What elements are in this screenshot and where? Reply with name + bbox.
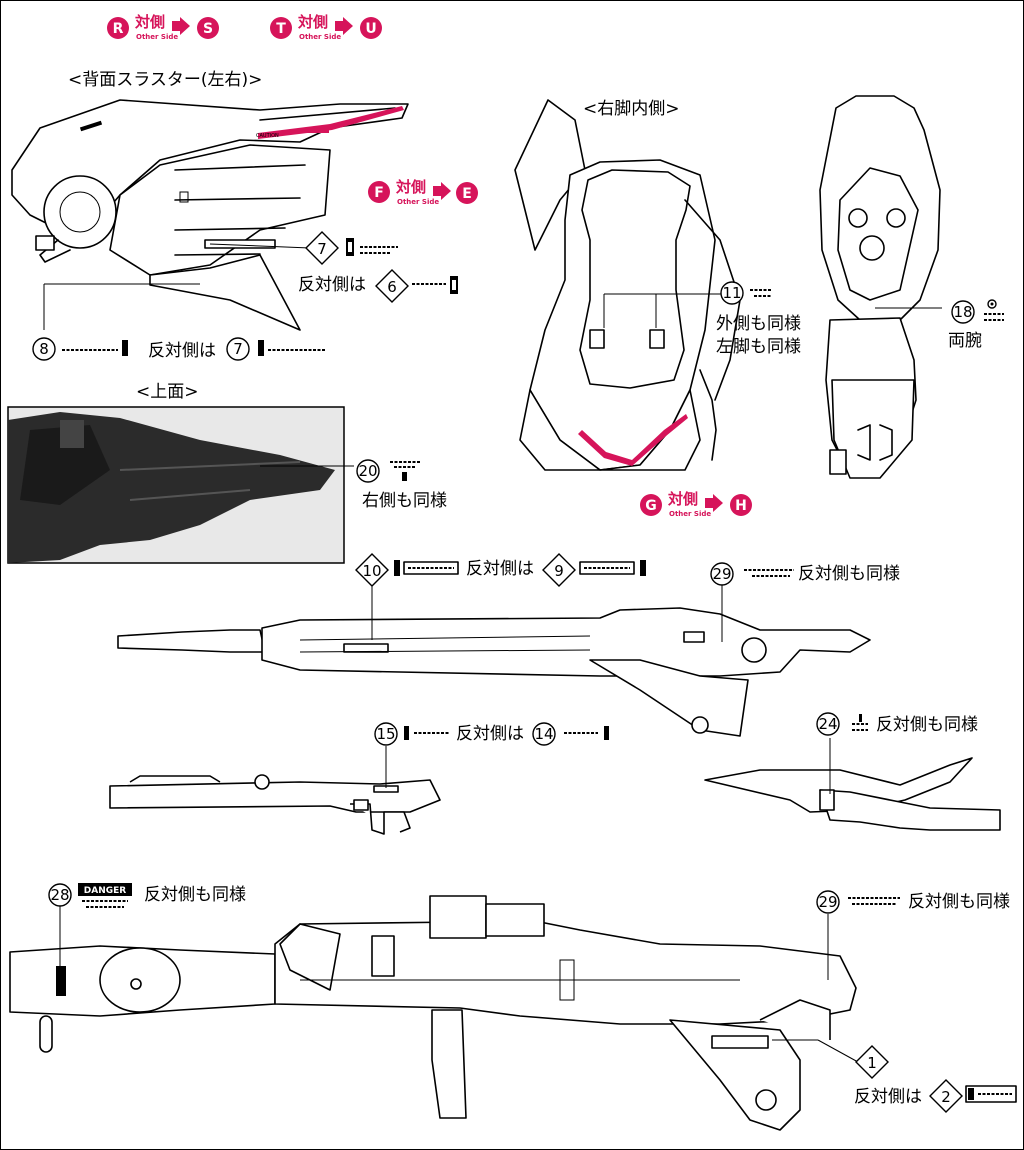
svg-text:反対側も同様: 反対側も同様 <box>908 892 1010 912</box>
other-side-marker-r-s: R 対側 Other Side S <box>107 13 219 41</box>
svg-text:反対側も同様: 反対側も同様 <box>798 564 900 584</box>
title-right-leg-inner: <右脚内側> <box>583 99 680 119</box>
svg-text:F: F <box>374 185 384 201</box>
svg-text:R: R <box>113 21 124 37</box>
svg-text:対側: 対側 <box>667 490 698 508</box>
top-view-photo <box>7 406 354 564</box>
svg-text:29: 29 <box>712 565 731 583</box>
svg-text:反対側は: 反対側は <box>466 559 534 579</box>
svg-text:15: 15 <box>376 725 395 743</box>
svg-text:Other Side: Other Side <box>299 33 341 41</box>
svg-text:右側も同様: 右側も同様 <box>362 491 447 511</box>
svg-text:両腕: 両腕 <box>948 331 982 351</box>
svg-text:29: 29 <box>818 893 837 911</box>
svg-text:E: E <box>462 186 472 202</box>
svg-text:18: 18 <box>953 303 972 321</box>
sticker-24-callout: 24 反対側も同様 <box>816 712 978 736</box>
title-back-thruster: <背面スラスター(左右)> <box>68 70 262 90</box>
svg-text:14: 14 <box>534 725 553 743</box>
svg-text:左脚も同様: 左脚も同様 <box>716 337 801 357</box>
svg-text:8: 8 <box>39 340 49 358</box>
arm-drawing <box>819 95 942 479</box>
svg-text:1: 1 <box>867 1054 877 1072</box>
svg-text:CAUTION: CAUTION <box>256 133 279 139</box>
svg-text:28: 28 <box>50 886 69 904</box>
other-side-marker-g-h: G 対側 Other Side H <box>640 490 752 518</box>
svg-text:Other Side: Other Side <box>397 198 439 206</box>
sticker-28-callout: 28 DANGER 反対側も同様 <box>48 883 246 908</box>
sticker-11-callout: 11 外側も同様 左脚も同様 <box>716 281 801 357</box>
svg-text:Other Side: Other Side <box>136 33 178 41</box>
svg-text:11: 11 <box>722 284 741 302</box>
svg-text:9: 9 <box>554 562 564 580</box>
svg-text:反対側も同様: 反対側も同様 <box>144 885 246 905</box>
svg-text:Other Side: Other Side <box>669 510 711 518</box>
svg-text:DANGER: DANGER <box>84 886 127 896</box>
back-thruster-drawing: CAUTION <box>11 99 409 331</box>
svg-text:外側も同様: 外側も同様 <box>716 314 801 334</box>
svg-text:20: 20 <box>358 462 377 480</box>
sticker-18-callout: 18 両腕 <box>948 299 1004 351</box>
sticker-7-callout: 7 反対側は 6 <box>298 231 458 303</box>
svg-text:対側: 対側 <box>395 178 426 196</box>
svg-text:反対側は: 反対側は <box>298 275 366 295</box>
svg-text:反対側は: 反対側は <box>456 724 524 744</box>
svg-text:7: 7 <box>317 240 327 258</box>
svg-text:2: 2 <box>941 1088 951 1106</box>
other-side-marker-t-u: T 対側 Other Side U <box>270 13 382 41</box>
short-weapon-drawing <box>109 746 441 835</box>
svg-text:T: T <box>276 21 286 37</box>
svg-text:反対側は: 反対側は <box>854 1087 922 1107</box>
sticker-29-upper-callout: 29 反対側も同様 <box>710 562 900 586</box>
svg-text:6: 6 <box>387 278 397 296</box>
svg-text:24: 24 <box>818 715 837 733</box>
svg-text:対側: 対側 <box>134 13 165 31</box>
svg-text:反対側も同様: 反対側も同様 <box>876 715 978 735</box>
sticker-1-callout: 1 反対側は 2 <box>854 1045 1017 1113</box>
blade-drawing <box>704 738 1001 831</box>
svg-text:U: U <box>365 21 376 37</box>
sticker-29-lower-callout: 29 反対側も同様 <box>816 890 1010 914</box>
sticker-8-callout: 8 反対側は 7 <box>32 337 326 361</box>
svg-text:対側: 対側 <box>297 13 328 31</box>
bazooka-drawing <box>9 895 859 1131</box>
svg-text:反対側は: 反対側は <box>148 341 216 361</box>
title-top-view: <上面> <box>136 382 199 402</box>
svg-text:10: 10 <box>362 562 381 580</box>
right-leg-drawing <box>514 99 741 471</box>
other-side-marker-f-e: F 対側 Other Side E <box>368 178 478 206</box>
sticker-20-callout: 20 右側も同様 <box>356 459 447 511</box>
sticker-10-callout: 10 反対側は 9 <box>355 553 646 587</box>
long-rifle-drawing <box>117 580 871 737</box>
sticker-15-callout: 15 反対側は 14 <box>374 722 609 746</box>
svg-text:H: H <box>735 498 747 514</box>
svg-text:S: S <box>203 21 213 37</box>
svg-text:7: 7 <box>233 340 243 358</box>
svg-text:G: G <box>645 498 657 514</box>
